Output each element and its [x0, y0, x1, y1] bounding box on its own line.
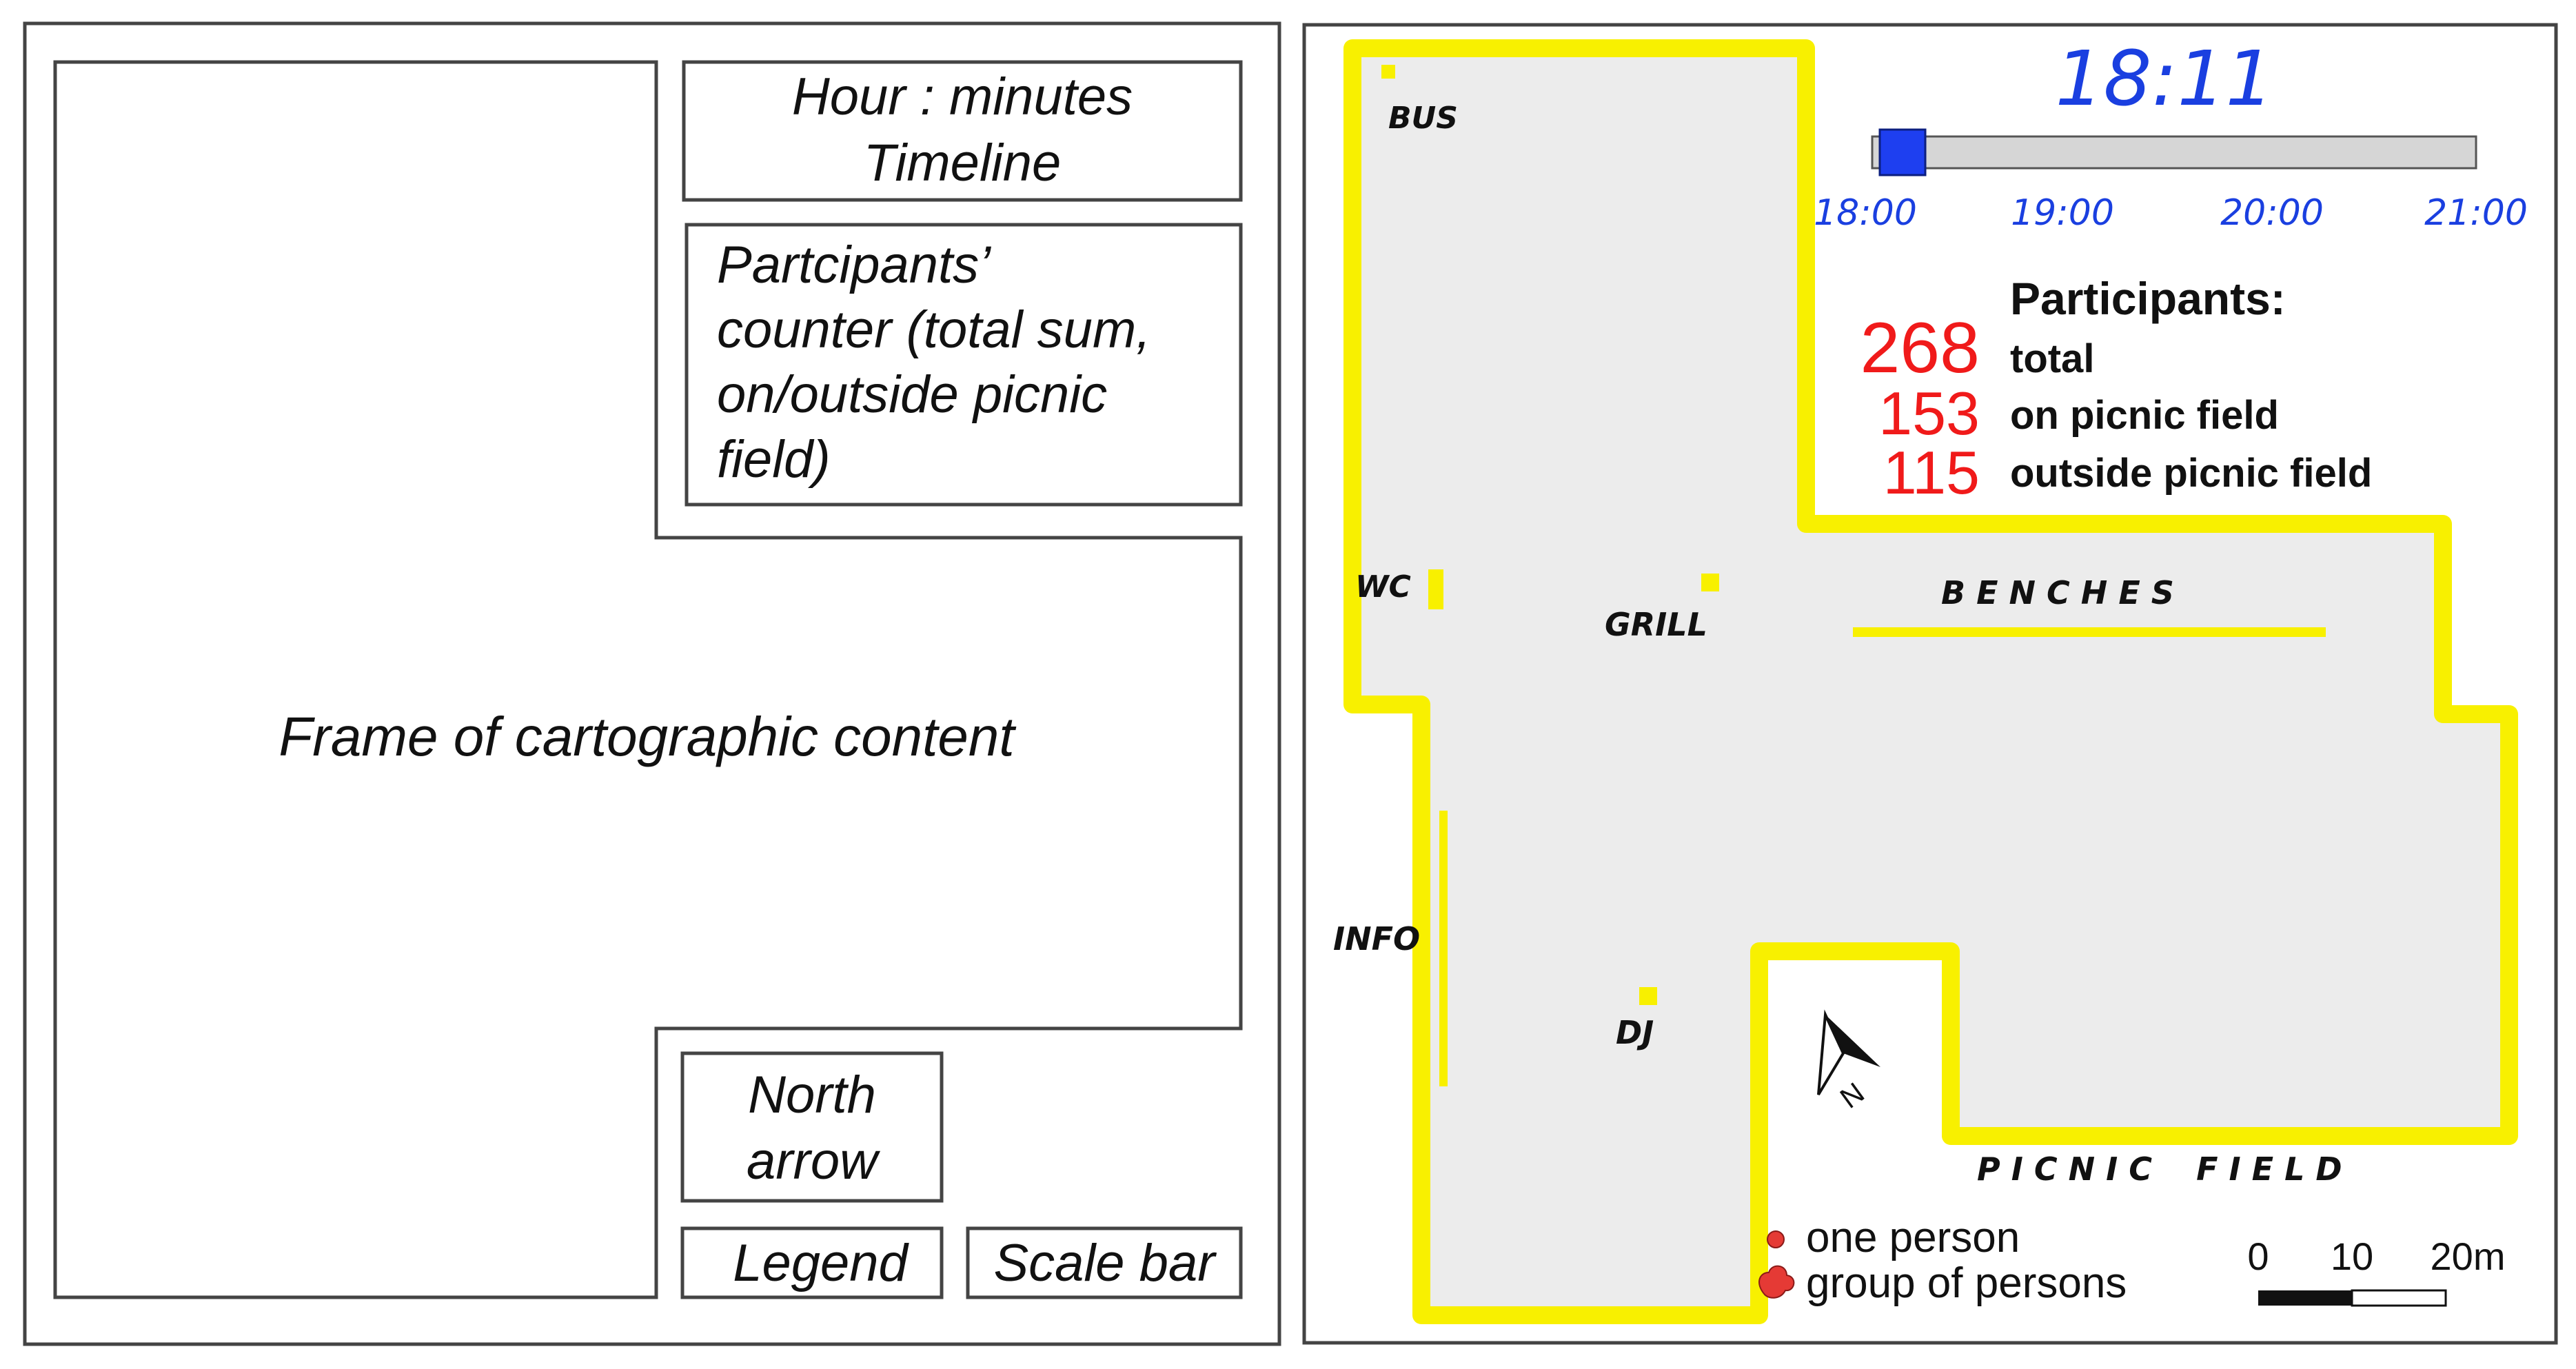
- bus-stop-marker: [1381, 65, 1395, 79]
- wc-marker: [1428, 569, 1443, 609]
- legend-group: group of persons: [1806, 1259, 2127, 1307]
- timeline-tick-18: 18:00: [1814, 192, 1917, 234]
- label-picnic-field: P I C N I C F I E L D: [1977, 1150, 2342, 1188]
- label-bus: BUS: [1388, 101, 1458, 136]
- participants-on-field-label: on picnic field: [2010, 393, 2279, 438]
- scheme-timeline-box: [682, 60, 1243, 202]
- label-dj: DJ: [1616, 1014, 1654, 1051]
- scheme-counter-line2: counter (total sum,: [717, 301, 1150, 359]
- timeline-handle[interactable]: [1878, 128, 1927, 176]
- scheme-frame-label: Frame of cartographic content: [278, 706, 1016, 767]
- scheme-counter-line3: on/outside picnic: [717, 365, 1107, 424]
- grill-marker: [1701, 574, 1719, 591]
- group-of-persons-icon: [1758, 1265, 1795, 1299]
- scale-tick-20m: 20m: [2431, 1235, 2506, 1278]
- info-marker: [1439, 811, 1448, 1086]
- benches-marker: [1853, 627, 2326, 637]
- scheme-counter-box: [684, 223, 1243, 507]
- label-grill: GRILL: [1605, 606, 1707, 643]
- layout-scheme-panel: Hour : minutes Timeline Partcipants’ cou…: [23, 21, 1281, 1346]
- legend-one-person: one person: [1806, 1214, 2020, 1261]
- participants-title: Participants:: [2010, 273, 2286, 324]
- participants-total-label: total: [2010, 336, 2094, 381]
- clock-readout: 18:11: [2055, 34, 2273, 123]
- participants-on-field-value: 153: [1878, 379, 1980, 447]
- scheme-scalebar-label: Scale bar: [993, 1234, 1217, 1292]
- label-info: INFO: [1333, 920, 1420, 957]
- map-panel: BUS WC GRILL B E N C H E S INFO DJ P I C…: [1302, 23, 2558, 1345]
- one-person-icon: [1767, 1230, 1785, 1248]
- timeline-tick-20: 20:00: [2220, 192, 2324, 234]
- scheme-map-frame: [53, 60, 1243, 1299]
- scale-bar-black: [2258, 1290, 2352, 1306]
- scheme-counter-line4: field): [717, 430, 831, 489]
- label-benches: B E N C H E S: [1941, 574, 2174, 611]
- scheme-north-line1: North: [748, 1066, 876, 1124]
- participants-outside-label: outside picnic field: [2010, 451, 2372, 496]
- scheme-scalebar-box: [966, 1226, 1243, 1299]
- timeline-track: [1871, 135, 2477, 170]
- scheme-timeline-line2: Timeline: [864, 134, 1062, 192]
- scheme-north-box: [680, 1051, 944, 1203]
- scheme-counter-line1: Partcipants’: [717, 236, 991, 294]
- label-wc: WC: [1355, 569, 1411, 605]
- scheme-north-line2: arrow: [747, 1132, 880, 1190]
- scale-bar-white: [2351, 1289, 2447, 1307]
- scale-tick-0: 0: [2247, 1235, 2269, 1278]
- timeline-tick-19: 19:00: [2011, 192, 2114, 234]
- timeline-tick-21: 21:00: [2424, 192, 2528, 234]
- scale-tick-10: 10: [2331, 1235, 2373, 1278]
- scheme-legend-box: [680, 1226, 944, 1299]
- dj-marker: [1639, 987, 1657, 1005]
- scheme-legend-label: Legend: [733, 1234, 909, 1292]
- participants-total-value: 268: [1860, 308, 1980, 388]
- participants-outside-value: 115: [1883, 438, 1980, 507]
- scheme-timeline-line1: Hour : minutes: [792, 68, 1133, 126]
